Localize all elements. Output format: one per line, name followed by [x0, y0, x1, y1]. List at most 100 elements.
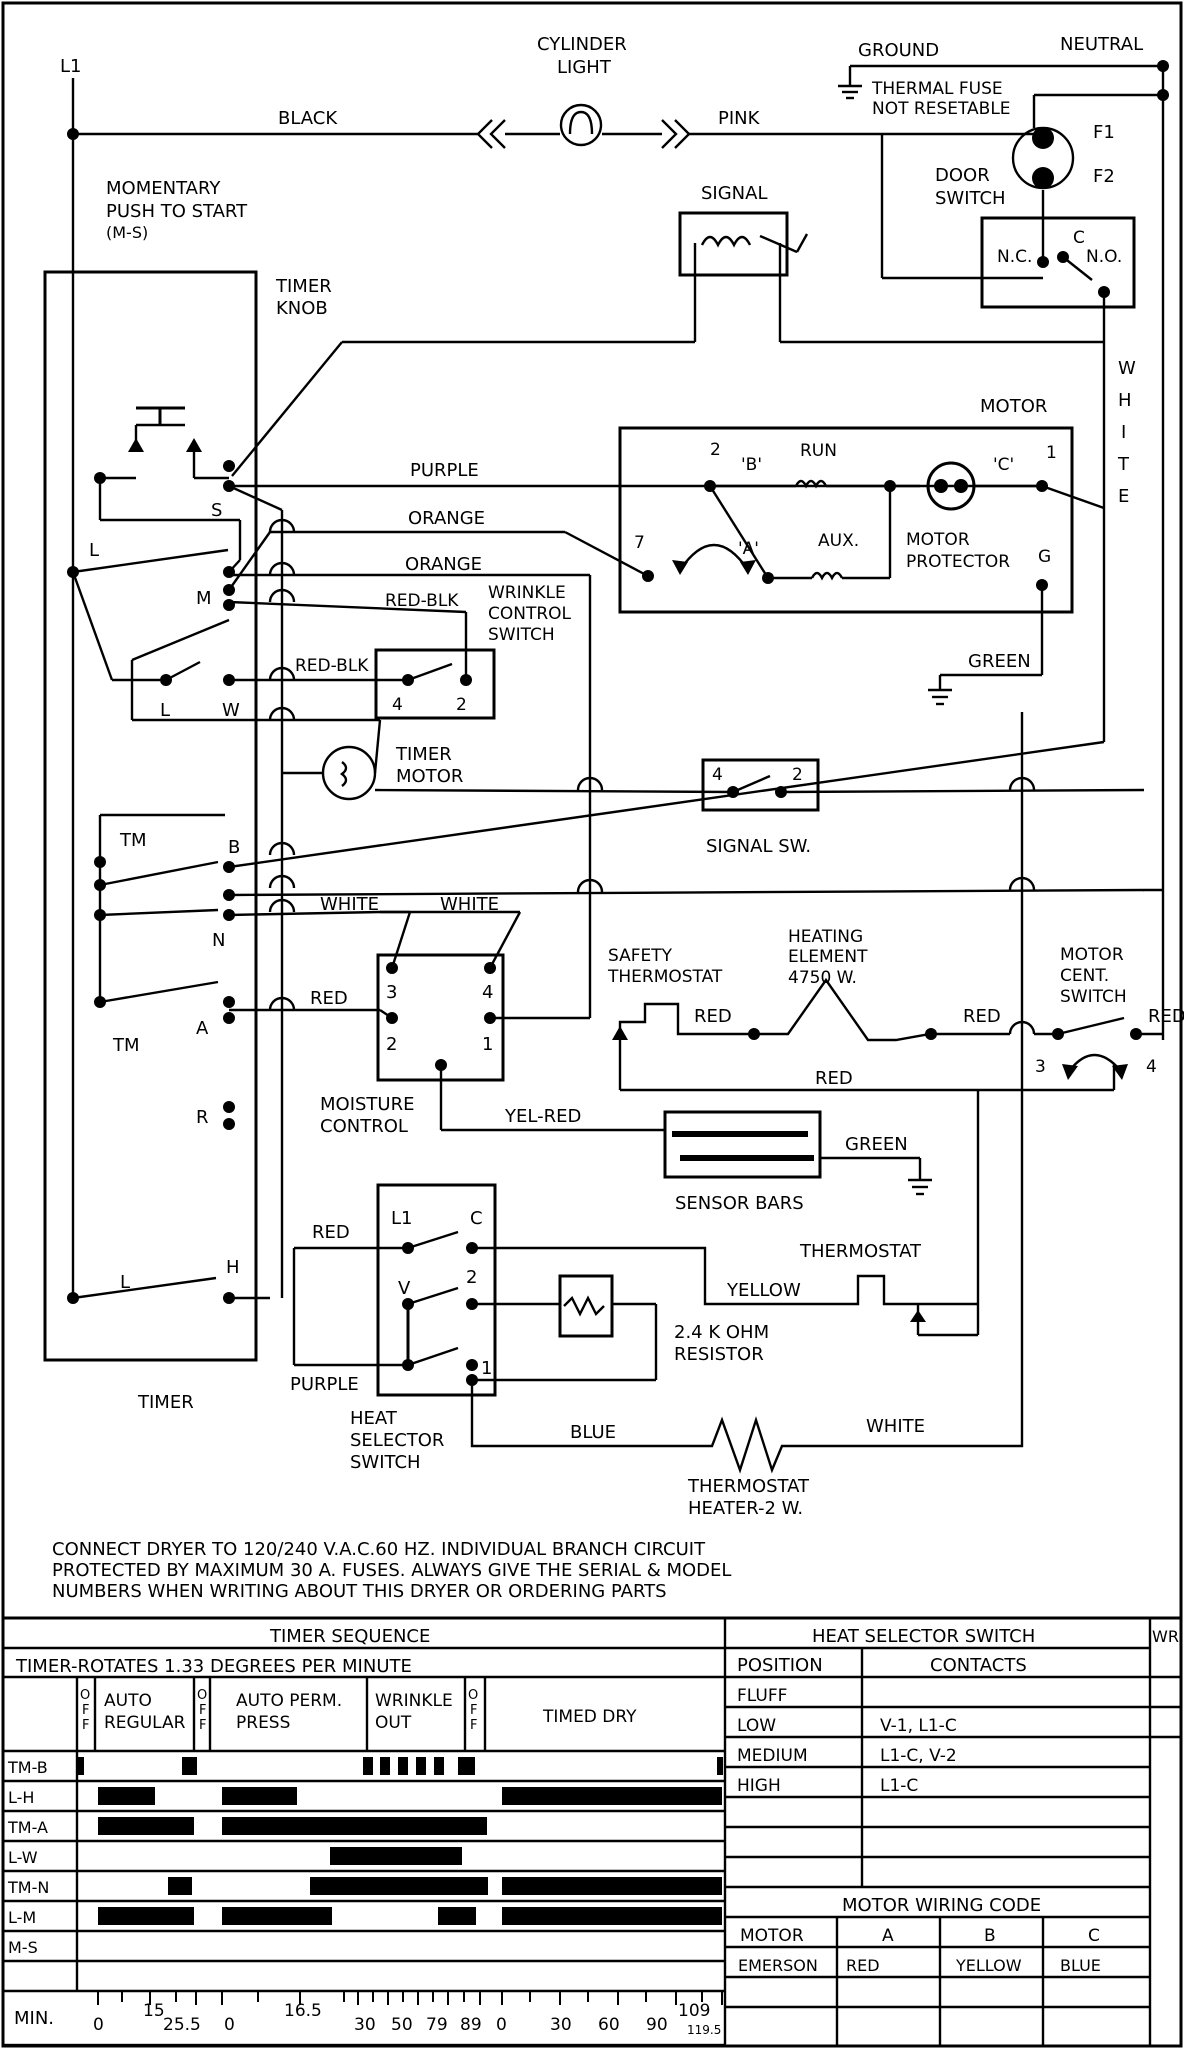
min-label: MIN. — [14, 2008, 54, 2029]
wire-white-vertical-i: I — [1121, 422, 1126, 443]
tick-89: 89 — [460, 2015, 482, 2035]
motor-wiring-header-a: A — [882, 1926, 894, 1946]
wire-orange-label-2: ORANGE — [405, 554, 482, 575]
neutral-label: NEUTRAL — [1060, 34, 1143, 55]
row-label-l-m: L-M — [8, 1908, 36, 1927]
timer-terminal-l-mid: L — [160, 700, 170, 721]
wire-red-blk-label-2: RED-BLK — [295, 656, 369, 676]
selector-pin-v: V — [398, 1278, 411, 1299]
cycle-off-1: O — [80, 1688, 90, 1703]
tick-16-5: 16.5 — [284, 2001, 322, 2021]
motor-cent-switch-label-3: SWITCH — [1060, 987, 1127, 1007]
motor-wiring-row-a: RED — [846, 1956, 880, 1975]
motor-protector-label-1: MOTOR — [906, 530, 970, 550]
note-line-1: CONNECT DRYER TO 120/240 V.A.C.60 HZ. IN… — [52, 1539, 706, 1560]
timer-sequence-title: TIMER SEQUENCE — [269, 1626, 430, 1647]
wire-red-cent-label: RED — [1148, 1006, 1184, 1027]
wire-red-return-label: RED — [815, 1068, 853, 1089]
motor-wiring-header-motor: MOTOR — [740, 1926, 804, 1946]
cycle-off-2b: F — [199, 1703, 206, 1718]
thermostat-label: THERMOSTAT — [799, 1241, 922, 1262]
door-c-label: C — [1073, 228, 1085, 248]
tick-0b: 0 — [224, 2015, 235, 2035]
heat-selector-label-1: HEAT — [350, 1408, 398, 1429]
timer-motor-label-2: MOTOR — [396, 766, 463, 787]
timer-knob-label-1: TIMER — [275, 276, 332, 297]
tick-0: 0 — [93, 2015, 104, 2035]
moisture-control-label-2: CONTROL — [320, 1116, 408, 1137]
wire-yel-red-label: YEL-RED — [504, 1106, 581, 1127]
timer-terminal-h: H — [226, 1257, 240, 1278]
ground-icon — [928, 688, 952, 706]
motor-wiring-row-b: YELLOW — [955, 1956, 1022, 1975]
rotation-arrow-icon — [672, 544, 756, 575]
wire-white-label-1: WHITE — [320, 894, 379, 915]
wire-green-sensor-label: GREEN — [845, 1134, 908, 1155]
cylinder-light-label-2: LIGHT — [557, 57, 612, 78]
heat-selector-row-fluff: FLUFF — [737, 1686, 787, 1706]
selector-pin-c: C — [470, 1208, 483, 1229]
row-label-m-s: M-S — [8, 1938, 38, 1957]
door-switch-label-2: SWITCH — [935, 188, 1006, 209]
motor-pin-7: 7 — [634, 533, 645, 553]
wire-red-heat-out-label: RED — [963, 1006, 1001, 1027]
cent-pin-3: 3 — [1035, 1057, 1046, 1077]
wire-red-selector-label: RED — [312, 1222, 350, 1243]
safety-thermostat-label-1: SAFETY — [608, 946, 673, 966]
signal-sw-label: SIGNAL SW. — [706, 836, 811, 857]
motor-protector-label-2: PROTECTOR — [906, 552, 1010, 572]
row-label-tm-a: TM-A — [7, 1818, 48, 1837]
cycle-off-1c: F — [82, 1718, 89, 1733]
moisture-pin-3: 3 — [386, 982, 397, 1003]
tick-60: 60 — [598, 2015, 620, 2035]
motor-wiring-header-b: B — [984, 1926, 996, 1946]
timer-motor-label-1: TIMER — [395, 744, 452, 765]
wire-red-blk-label-1: RED-BLK — [385, 591, 459, 611]
signal-sw-pin-4: 4 — [712, 765, 723, 785]
timer-terminal-b: B — [228, 837, 240, 858]
motor-cent-switch-label-2: CENT. — [1060, 966, 1109, 986]
moisture-pin-2: 2 — [386, 1034, 397, 1055]
wire-blue-label: BLUE — [570, 1422, 616, 1443]
heating-element-label-2: ELEMENT — [788, 947, 868, 967]
motor-pin-2: 2 — [710, 440, 721, 460]
timer-terminal-tm-bottom: TM — [112, 1035, 140, 1056]
wire-white-vertical-w: W — [1118, 358, 1136, 379]
wire-pink-label: PINK — [718, 108, 761, 129]
cycle-wrinkle-out-1: WRINKLE — [375, 1691, 453, 1711]
motor-pin-aux: AUX. — [818, 531, 859, 551]
push-button-icon — [98, 406, 202, 520]
fuse-f1-label: F1 — [1093, 122, 1115, 143]
motor-protector-icon — [926, 461, 976, 511]
motor-pin-c: 'C' — [993, 455, 1014, 475]
motor-label: MOTOR — [980, 396, 1047, 417]
tick-119-5: 119.5 — [687, 2023, 721, 2037]
motor-wiring-row-emerson: EMERSON — [738, 1956, 818, 1975]
wire-white-vertical-t: T — [1117, 454, 1130, 475]
timer-sequence-subtitle: TIMER-ROTATES 1.33 DEGREES PER MINUTE — [15, 1656, 412, 1677]
timer-terminal-l-bottom: L — [120, 1272, 130, 1293]
tick-0c: 0 — [496, 2015, 507, 2035]
wire-red-heat-in-label: RED — [694, 1006, 732, 1027]
wrinkle-pin-4: 4 — [392, 695, 403, 715]
sensor-bars-label: SENSOR BARS — [675, 1193, 804, 1214]
heat-selector-table: HEAT SELECTOR SWITCH WR POSITION CONTACT… — [725, 1618, 1181, 2045]
door-nc-label: N.C. — [997, 247, 1032, 267]
wrinkle-switch-label-2: CONTROL — [488, 604, 572, 624]
wire-white-vertical-e: E — [1118, 486, 1129, 507]
motor-pin-1: 1 — [1046, 443, 1057, 463]
wire-white-label-2: WHITE — [440, 894, 499, 915]
momentary-label-3: (M-S) — [106, 223, 148, 242]
timer-motor-icon — [321, 745, 377, 801]
resistor-label-2: RESISTOR — [674, 1344, 764, 1365]
heating-element-label-3: 4750 W. — [788, 968, 857, 988]
tick-109: 109 — [678, 2001, 710, 2021]
l1-label: L1 — [60, 56, 81, 77]
tick-30b: 30 — [550, 2015, 572, 2035]
heat-selector-header-contacts: CONTACTS — [930, 1655, 1027, 1676]
cycle-auto-perm-1: AUTO PERM. — [236, 1691, 342, 1711]
wire-red-moisture-label: RED — [310, 988, 348, 1009]
selector-pin-l1: L1 — [391, 1208, 412, 1229]
heat-selector-label-3: SWITCH — [350, 1452, 421, 1473]
